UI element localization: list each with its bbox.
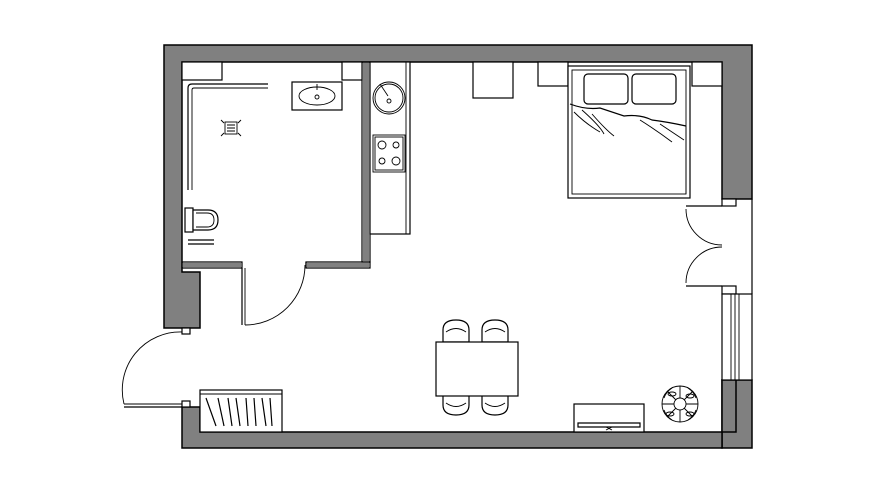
tv-console <box>573 403 645 433</box>
shower-enclosure-inner <box>191 87 268 190</box>
kitchen-counter <box>369 61 411 235</box>
cooktop-icon <box>372 134 406 173</box>
towel-rail <box>188 239 214 245</box>
right-window <box>721 293 753 381</box>
balcony-double-door[interactable] <box>685 198 737 295</box>
bathroom-sink-drain <box>314 94 320 100</box>
duvet-fold <box>569 103 687 127</box>
chair-bottom-left <box>442 392 470 416</box>
desk <box>472 61 514 99</box>
toilet-icon <box>184 207 219 233</box>
chair-top-left <box>442 319 470 343</box>
entrance-door[interactable] <box>121 327 191 408</box>
shoe-cabinet <box>199 389 283 433</box>
dining-table <box>435 341 519 397</box>
nightstand-right <box>691 61 723 87</box>
bathroom-door[interactable] <box>241 262 307 326</box>
dining-set <box>435 319 519 416</box>
chair-bottom-right <box>481 392 509 416</box>
chair-top-right <box>481 319 509 343</box>
potted-plant-icon <box>661 385 699 423</box>
nightstand-left <box>537 61 569 87</box>
pillow-left <box>583 73 629 105</box>
double-bed <box>567 65 691 199</box>
bathroom-wall-bottom-left-fill <box>183 263 241 267</box>
bathroom-niche-right <box>341 61 363 81</box>
bathroom-wall-right-fill <box>363 63 369 261</box>
kitchen-sink-icon <box>372 81 406 115</box>
exterior-wall-right-lower-jamb <box>721 379 737 433</box>
shower-drain-icon <box>220 119 242 137</box>
exterior-wall-top <box>163 44 753 329</box>
pillow-right <box>631 73 677 105</box>
shower-enclosure <box>187 83 268 190</box>
bathroom-niche-left <box>181 61 223 81</box>
bathroom-wall-bottom-right-fill <box>307 263 369 267</box>
